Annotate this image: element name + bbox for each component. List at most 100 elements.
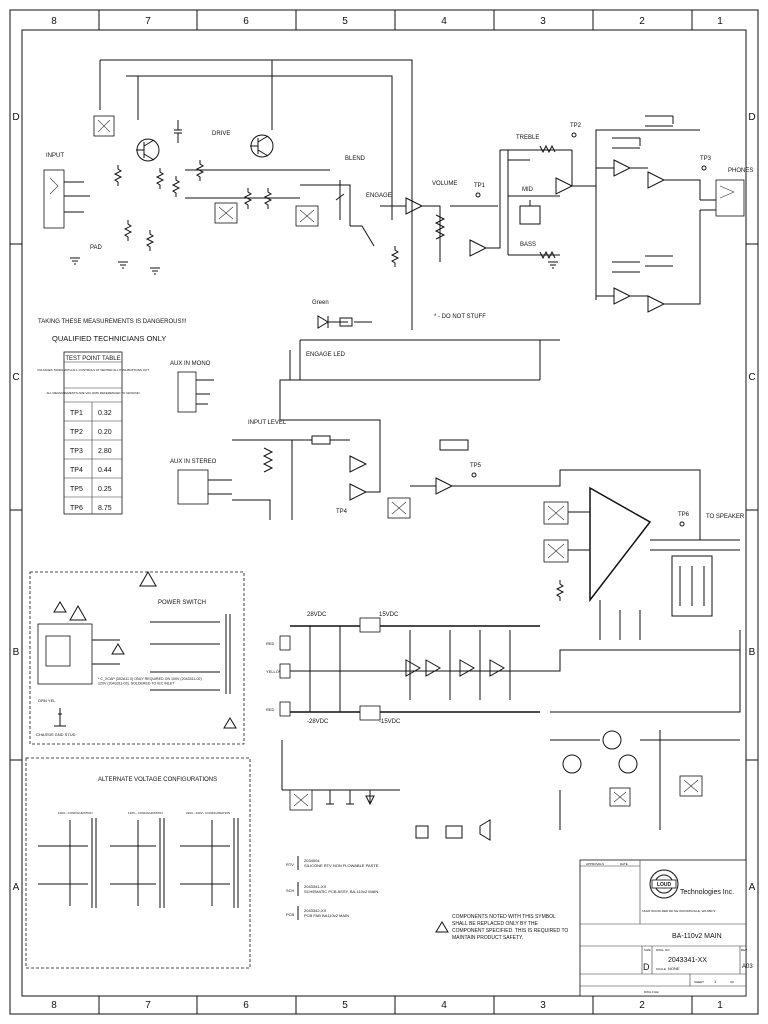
v15-pos-label: 15VDC bbox=[379, 612, 399, 618]
aux-section: AUX IN MONO AUX IN STEREO INPUT LEVEL TP… bbox=[170, 339, 560, 520]
alt-config-220v-transformer bbox=[180, 818, 239, 908]
size-label: SIZE bbox=[644, 948, 651, 952]
power-supply-section: 28VDC 15VDC -28VDC -15VDC RED YELLOW RED bbox=[266, 612, 740, 841]
tp-table-row-2-value: 0.20 bbox=[98, 429, 112, 436]
tp2-label: TP2 bbox=[570, 123, 582, 129]
c-xcap-note: * C_XCAP (302A11 0) ONLY REQUIRED ON 100… bbox=[98, 677, 202, 686]
tp-table-row-4-name: TP4 bbox=[70, 467, 83, 474]
v28-pos-label: 28VDC bbox=[307, 612, 327, 618]
col-bottom-3: 3 bbox=[540, 1000, 546, 1011]
power-amp-section: TP6 TO SPEAKER bbox=[500, 469, 745, 640]
tp1-label: TP1 bbox=[474, 183, 486, 189]
col-top-3: 3 bbox=[540, 16, 546, 27]
drawing-title: BA-110v2 MAIN bbox=[672, 933, 722, 940]
row-right-a: A bbox=[749, 882, 756, 893]
input-label: INPUT bbox=[46, 153, 64, 159]
column-markers: 8 7 6 5 4 3 2 1 8 7 6 5 4 3 2 1 bbox=[51, 16, 723, 1011]
tp-table-row-6-name: TP6 bbox=[70, 505, 83, 512]
row-left-c: C bbox=[12, 372, 19, 383]
tp6-label: TP6 bbox=[678, 512, 690, 518]
grn-yel-label: GRN YEL bbox=[38, 698, 56, 703]
danger-warning: TAKING THESE MEASUREMENTS IS DANGEROUS!!… bbox=[38, 319, 187, 325]
col-bottom-4: 4 bbox=[441, 1000, 447, 1011]
col-top-6: 6 bbox=[243, 16, 249, 27]
qualified-tech-note: QUALIFIED TECHNICIANS ONLY bbox=[52, 334, 166, 343]
bom-pcb-ref: PCB bbox=[286, 912, 295, 917]
tp-table-row-1-value: 0.32 bbox=[98, 410, 112, 417]
engage-led-label: ENGAGE LED bbox=[306, 352, 346, 358]
bom-rtv-ref: RTV bbox=[286, 862, 294, 867]
dwg-no-label: DWG. NO. bbox=[656, 948, 670, 952]
row-left-d: D bbox=[12, 112, 19, 123]
tp-table-row-5-name: TP5 bbox=[70, 486, 83, 493]
col-top-1: 1 bbox=[717, 16, 723, 27]
tp-table-row-5-value: 0.25 bbox=[98, 486, 112, 493]
col-top-5: 5 bbox=[342, 16, 348, 27]
preamp-section: INPUT PAD DRIVE BLEND ENGAGE bbox=[43, 59, 753, 358]
tp-table-row-3-name: TP3 bbox=[70, 448, 83, 455]
do-not-stuff-note: * - DO NOT STUFF bbox=[434, 314, 486, 320]
alt-voltage-box: ALTERNATE VOLTAGE CONFIGURATIONS 100V~ C… bbox=[25, 757, 251, 969]
col-bottom-8: 8 bbox=[51, 1000, 57, 1011]
tp-table-row-6-value: 8.75 bbox=[98, 505, 112, 512]
tp-table-row-4-value: 0.44 bbox=[98, 467, 112, 474]
row-right-d: D bbox=[748, 112, 755, 123]
tp-table-row-2-name: TP2 bbox=[70, 429, 83, 436]
title-block: APPROVALS DATE LOUD Technologies Inc. 16… bbox=[579, 859, 753, 997]
test-point-area: TAKING THESE MEASUREMENTS IS DANGEROUS!!… bbox=[37, 319, 187, 515]
date-label: DATE bbox=[620, 862, 628, 866]
dwg-no-value: 2043341-XX bbox=[668, 957, 707, 964]
rev-value: A03 bbox=[742, 964, 753, 970]
row-right-c: C bbox=[748, 372, 755, 383]
alt-config-120v-transformer bbox=[110, 818, 165, 908]
power-entry: POWER SWITCH * C_XCAP (302A11 0) ONLY RE… bbox=[29, 570, 245, 745]
drive-label: DRIVE bbox=[212, 131, 230, 137]
aux-in-stereo-label: AUX IN STEREO bbox=[170, 459, 217, 465]
sheet-label: SHEET bbox=[694, 980, 704, 984]
col-bottom-5: 5 bbox=[342, 1000, 348, 1011]
ac-red-label-top: RED bbox=[266, 641, 275, 646]
input-level-label: INPUT LEVEL bbox=[248, 420, 287, 426]
tp4-label: TP4 bbox=[336, 509, 348, 515]
approvals-label: APPROVALS bbox=[586, 862, 604, 866]
alt-voltage-title: ALTERNATE VOLTAGE CONFIGURATIONS bbox=[98, 777, 217, 783]
fan-section bbox=[550, 630, 741, 830]
ac-yellow-label: YELLOW bbox=[266, 669, 283, 674]
company-name: Technologies Inc. bbox=[680, 889, 734, 896]
ac-red-label-bottom: RED bbox=[266, 707, 275, 712]
chassis-gnd-label: CHASSIS GND STUD bbox=[36, 732, 76, 737]
aux-in-mono-label: AUX IN MONO bbox=[170, 361, 211, 367]
safety-note-text: COMPONENTS NOTED WITH THIS SYMBOL SHALL … bbox=[452, 914, 569, 941]
tp-table-title: TEST POINT TABLE bbox=[65, 356, 120, 362]
row-left-a: A bbox=[13, 882, 20, 893]
to-speaker-label: TO SPEAKER bbox=[706, 514, 745, 520]
rev-label: REV bbox=[741, 948, 747, 952]
phones-label: PHONES bbox=[728, 168, 753, 174]
tp-table-row-3-value: 2.80 bbox=[98, 448, 112, 455]
size-value: D bbox=[643, 962, 650, 972]
of-label: OF bbox=[730, 980, 734, 984]
alt-config-100v-transformer bbox=[38, 818, 97, 908]
logo-text: LOUD bbox=[657, 882, 672, 888]
col-top-8: 8 bbox=[51, 16, 57, 27]
tp-table-row-1-name: TP1 bbox=[70, 410, 83, 417]
col-bottom-1: 1 bbox=[717, 1000, 723, 1011]
v15-neg-label: -15VDC bbox=[379, 719, 401, 725]
col-top-4: 4 bbox=[441, 16, 447, 27]
safety-note: COMPONENTS NOTED WITH THIS SYMBOL SHALL … bbox=[435, 914, 569, 941]
pad-label: PAD bbox=[90, 245, 103, 251]
company-logo: LOUD bbox=[649, 869, 679, 899]
tp5-label: TP5 bbox=[470, 463, 482, 469]
engage-label: ENGAGE bbox=[366, 193, 392, 199]
row-markers: D C B A D C B A bbox=[12, 112, 755, 893]
alt-config-120v: 120V~ CONFIGURATION bbox=[128, 811, 163, 815]
tp-table-note-1: VOLTAGES TAKEN WITH ALL CONTROLS AT CENT… bbox=[37, 368, 149, 372]
mid-label: MID bbox=[522, 187, 534, 193]
v28-neg-label: -28VDC bbox=[307, 719, 329, 725]
blend-label: BLEND bbox=[345, 156, 366, 162]
volume-label: VOLUME bbox=[432, 181, 457, 187]
col-top-2: 2 bbox=[639, 16, 645, 27]
bom-sch-ref: SCH bbox=[286, 888, 295, 893]
